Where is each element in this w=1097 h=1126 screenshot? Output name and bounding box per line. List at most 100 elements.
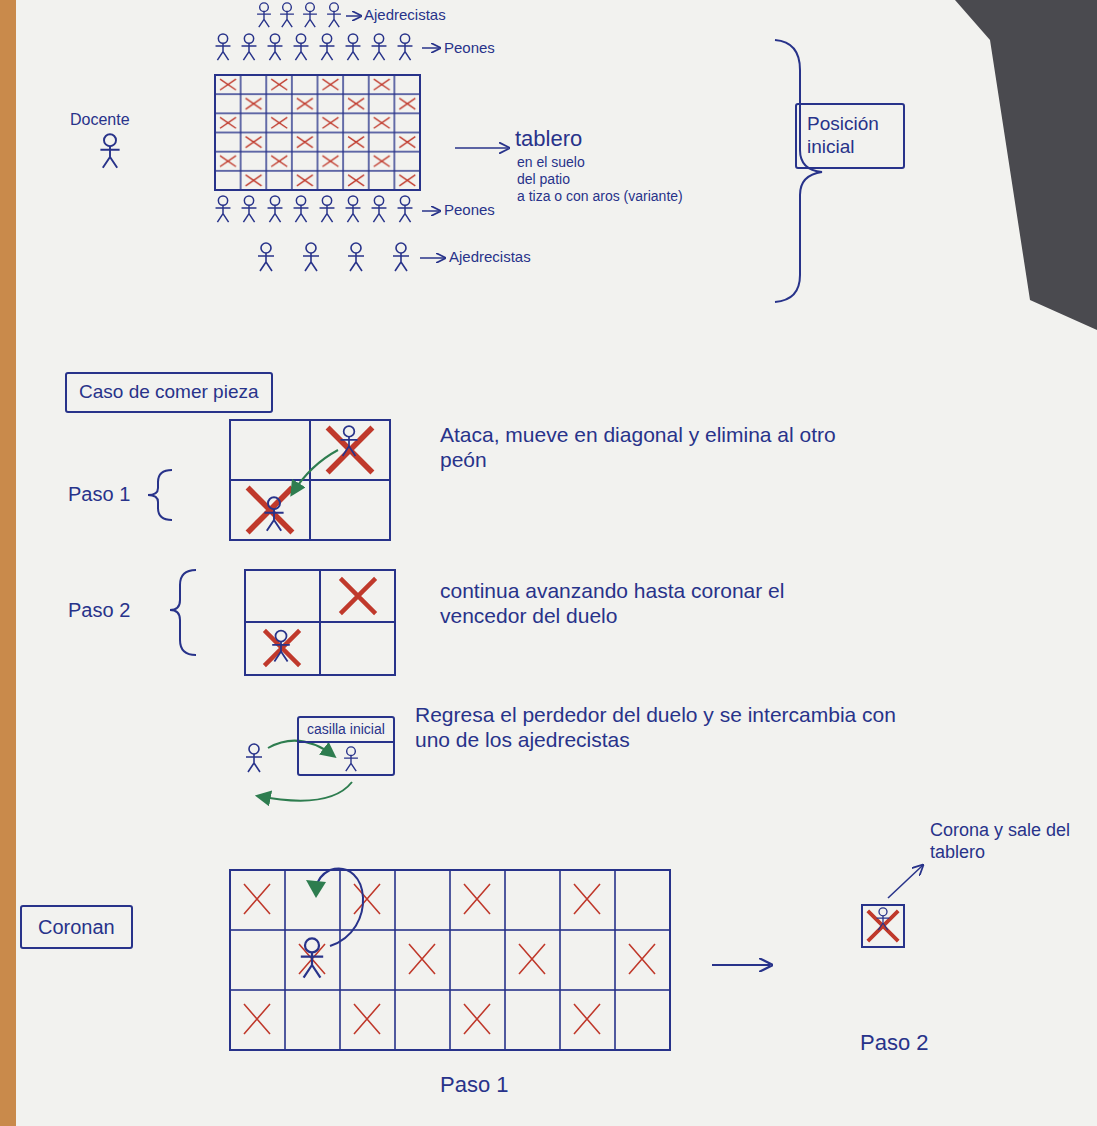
bottom-pawns xyxy=(320,196,335,222)
handwritten-note: Peones xyxy=(444,39,495,57)
table-edge xyxy=(0,0,16,1126)
handwritten-note: a tiza o con aros (variante) xyxy=(517,188,683,205)
crowning-board xyxy=(230,870,670,1050)
handwritten-note: continua avanzando hasta coronar el venc… xyxy=(440,578,840,628)
bottom-chess-players xyxy=(348,243,364,271)
top-pawns xyxy=(320,34,335,60)
bottom-chess-players xyxy=(420,257,444,259)
top-chess-players xyxy=(303,3,317,27)
bottom-chess-players xyxy=(258,243,274,271)
capture-step1 xyxy=(230,420,390,540)
capture-step2 xyxy=(340,578,375,613)
initial-position-brace xyxy=(775,40,822,302)
top-board xyxy=(215,75,508,190)
handwritten-note: Ajedrecistas xyxy=(364,6,446,24)
return-swap xyxy=(268,741,334,756)
boxed-heading: casilla inicial xyxy=(297,716,395,776)
top-board xyxy=(455,147,508,149)
top-pawns xyxy=(294,34,309,60)
return-swap xyxy=(246,741,358,801)
crowned-pawn xyxy=(877,908,890,930)
top-chess-players xyxy=(257,3,271,27)
capture-step2 xyxy=(264,630,299,665)
top-pawns xyxy=(216,34,231,60)
top-pawns xyxy=(398,34,413,60)
crowned-pawn xyxy=(862,905,904,947)
crowning-board xyxy=(230,870,670,1050)
boxed-heading: Coronan xyxy=(20,905,133,949)
capture-step1 xyxy=(148,420,390,540)
bottom-pawns xyxy=(422,210,439,212)
handwritten-note: Paso 2 xyxy=(860,1030,929,1056)
bottom-pawns xyxy=(242,196,257,222)
bottom-chess-players xyxy=(258,243,444,271)
capture-step1 xyxy=(328,428,373,473)
top-board xyxy=(215,75,420,190)
capture-step1 xyxy=(230,420,390,540)
bottom-chess-players xyxy=(393,243,409,271)
handwritten-note: Docente xyxy=(70,110,130,129)
bottom-pawns xyxy=(346,196,361,222)
boxed-heading: Posición inicial xyxy=(795,103,905,169)
box-text: Caso de comer pieza xyxy=(79,381,259,404)
bottom-pawns xyxy=(216,196,231,222)
crowning-board xyxy=(316,869,363,946)
crowning-board xyxy=(230,870,670,1050)
capture-step2 xyxy=(245,570,395,675)
capture-step2 xyxy=(272,631,290,662)
bottom-pawns xyxy=(294,196,309,222)
crowning-board xyxy=(306,880,326,898)
crowning-board xyxy=(230,869,770,1050)
capture-step1 xyxy=(292,450,338,494)
bottom-pawns xyxy=(216,196,439,222)
box-text: casilla inicial xyxy=(299,718,393,743)
capture-step2 xyxy=(245,570,395,675)
capture-step2 xyxy=(170,570,196,655)
top-chess-players xyxy=(327,3,341,27)
bottom-pawns xyxy=(372,196,387,222)
handwritten-note: en el suelo xyxy=(517,154,585,171)
bottom-pawns xyxy=(268,196,283,222)
crowning-board xyxy=(301,938,323,977)
crowned-pawn xyxy=(862,866,922,947)
top-board xyxy=(215,75,420,190)
top-pawns xyxy=(346,34,361,60)
handwritten-note: Paso 1 xyxy=(440,1072,509,1098)
top-pawns xyxy=(422,47,439,49)
teacher-figure xyxy=(100,134,119,168)
handwritten-note: Peones xyxy=(444,201,495,219)
handwritten-note: Ataca, mueve en diagonal y elimina al ot… xyxy=(440,422,860,472)
return-swap xyxy=(258,782,352,801)
handwritten-note: tablero xyxy=(515,126,582,152)
return-swap xyxy=(344,747,358,771)
capture-step1 xyxy=(264,497,283,531)
top-chess-players xyxy=(280,3,294,27)
handwritten-note: Regresa el perdedor del duelo y se inter… xyxy=(415,702,915,752)
box-text: Posición inicial xyxy=(807,113,893,159)
teacher-figure xyxy=(100,134,119,168)
initial-position-brace xyxy=(775,40,822,302)
handwritten-note: Paso 2 xyxy=(68,598,130,622)
crowned-pawn xyxy=(888,866,922,898)
handwritten-note: Ajedrecistas xyxy=(449,248,531,266)
handwritten-note: Corona y sale del tablero xyxy=(930,820,1080,863)
capture-step2 xyxy=(170,570,395,675)
top-pawns xyxy=(372,34,387,60)
handwritten-note: Paso 1 xyxy=(68,482,130,506)
bottom-pawns xyxy=(398,196,413,222)
capture-step1 xyxy=(248,488,293,533)
top-pawns xyxy=(268,34,283,60)
top-chess-players xyxy=(257,3,360,27)
capture-step1 xyxy=(340,426,357,456)
top-board xyxy=(215,75,420,190)
top-pawns xyxy=(216,34,439,60)
bottom-chess-players xyxy=(303,243,319,271)
box-text: Coronan xyxy=(38,915,115,939)
boxed-heading: Caso de comer pieza xyxy=(65,372,273,413)
handwritten-note: del patio xyxy=(517,171,570,188)
crowning-board xyxy=(712,964,770,966)
capture-step1 xyxy=(148,470,172,520)
table-edge xyxy=(955,0,1097,330)
return-swap xyxy=(246,744,262,772)
